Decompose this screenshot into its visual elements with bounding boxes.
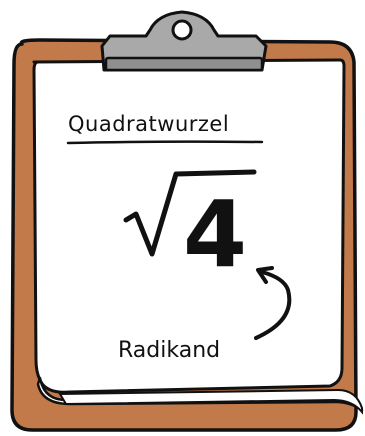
clipboard-clip-icon <box>100 10 268 72</box>
worksheet-heading: Quadratwurzel <box>68 112 229 136</box>
curved-arrow-icon <box>254 266 292 340</box>
radicand-label: Radikand <box>118 338 220 363</box>
paper-curl-lower <box>58 388 363 415</box>
radicand-value: 4 <box>183 181 247 288</box>
square-root-sign-icon <box>123 169 257 257</box>
heading-underline <box>66 140 264 145</box>
